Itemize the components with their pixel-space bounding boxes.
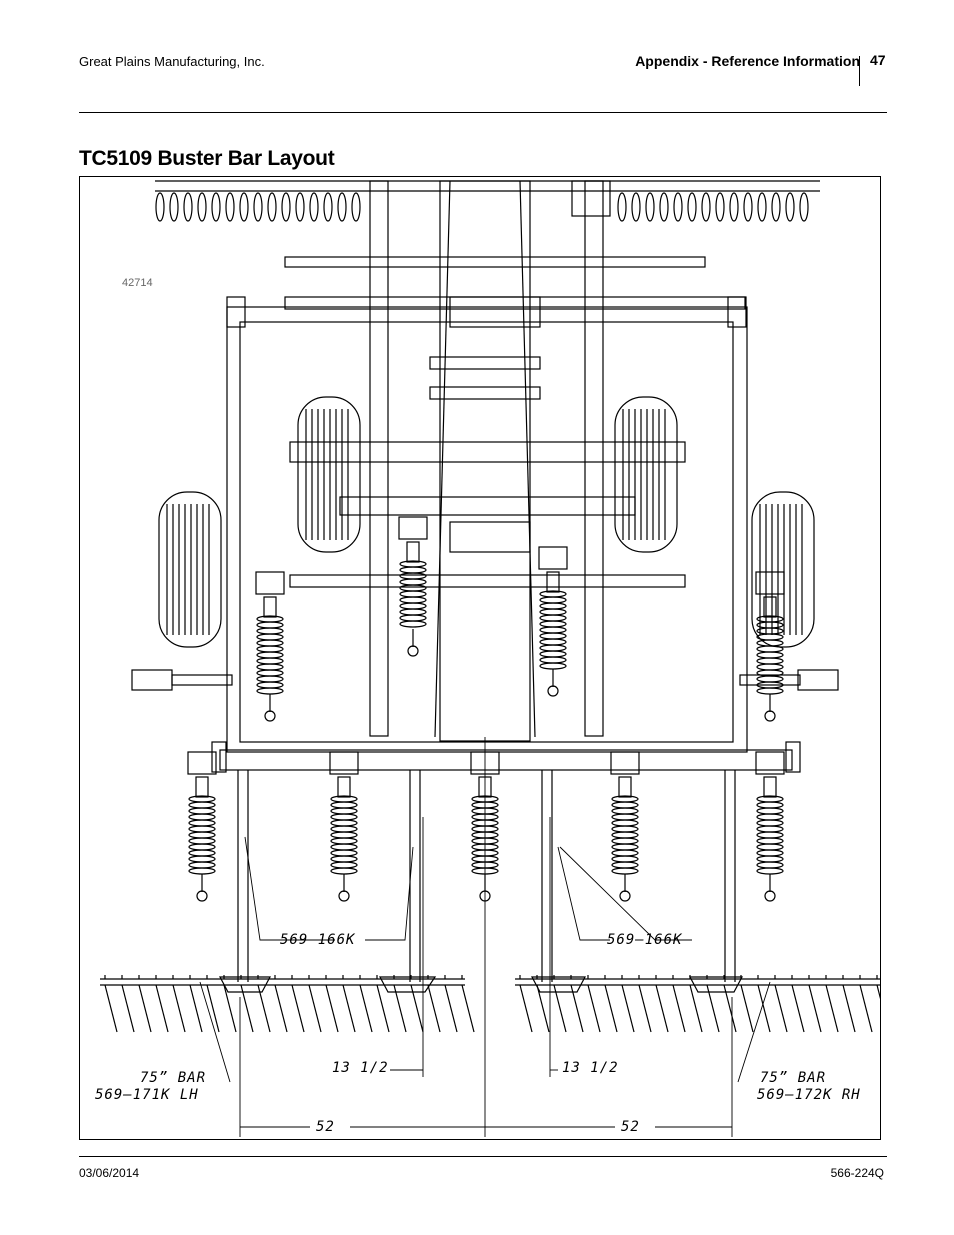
callout-part-left: 569–166K (280, 932, 356, 948)
bar-right-part: 569–172K RH (757, 1087, 861, 1103)
header-company: Great Plains Manufacturing, Inc. (79, 54, 265, 69)
bar-right-size: 75” BAR (760, 1070, 827, 1086)
footer-date: 03/06/2014 (79, 1166, 140, 1180)
page-title: TC5109 Buster Bar Layout (79, 147, 335, 170)
top-toolbar-assembly (155, 180, 820, 328)
header-section: Appendix - Reference Information (635, 53, 860, 69)
footer-rule (79, 1156, 887, 1157)
header-divider (859, 56, 860, 86)
dimension-lines (199, 737, 771, 1137)
footer-doc-number: 566-224Q (830, 1166, 884, 1180)
figure-frame: 42714 569–166K 569–166K 13 1/2 13 1/2 75… (79, 176, 881, 1140)
header-rule (79, 112, 887, 113)
buster-bar-drawing (100, 180, 880, 1137)
buster-bar-left (100, 975, 475, 1033)
rear-toolbar (211, 741, 801, 773)
dim-outer-right: 52 (621, 1119, 640, 1135)
buster-bar-right (515, 975, 880, 1033)
dim-inner-right: 13 1/2 (562, 1060, 619, 1076)
dim-inner-left: 13 1/2 (332, 1060, 389, 1076)
callout-part-right: 569–166K (607, 932, 683, 948)
figure-number: 42714 (122, 277, 153, 289)
bar-left-part: 569–171K LH (95, 1087, 199, 1103)
gauge-wheels (158, 396, 815, 648)
page-number: 47 (870, 52, 886, 68)
dim-outer-left: 52 (316, 1119, 335, 1135)
bar-left-size: 75” BAR (140, 1070, 207, 1086)
bar-arms (237, 770, 736, 982)
